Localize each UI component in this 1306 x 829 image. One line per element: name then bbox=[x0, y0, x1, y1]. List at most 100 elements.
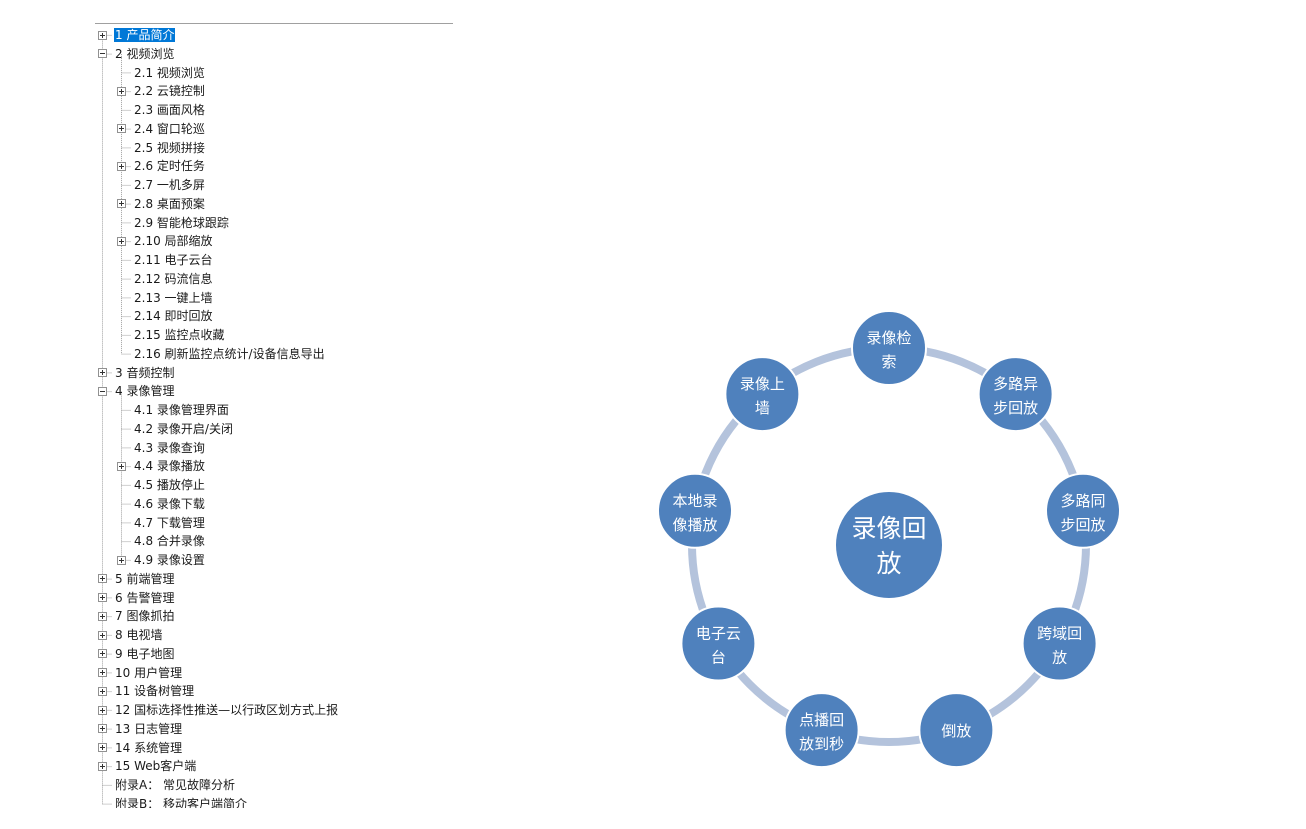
tree-item[interactable]: 15 Web客户端 bbox=[98, 757, 197, 775]
cycle-node-circle bbox=[1021, 605, 1098, 682]
tree-item-label: 12 国标选择性推送—以行政区划方式上报 bbox=[115, 703, 339, 717]
node-label: 步回放 bbox=[993, 399, 1038, 417]
tree-item[interactable]: 4.4 录像播放 bbox=[117, 457, 206, 475]
expand-icon[interactable] bbox=[98, 724, 107, 734]
expand-icon[interactable] bbox=[98, 574, 107, 584]
tree-item[interactable]: 4 录像管理 bbox=[98, 382, 175, 400]
expand-icon[interactable] bbox=[117, 124, 126, 134]
tree-item[interactable]: 2.12 码流信息 bbox=[133, 270, 214, 288]
expand-icon[interactable] bbox=[117, 555, 126, 565]
node-label: 台 bbox=[711, 649, 726, 667]
expand-icon[interactable] bbox=[98, 611, 107, 621]
tree-item-label: 4.2 录像开启/关闭 bbox=[134, 421, 233, 436]
tree-item-label: 2.15 监控点收藏 bbox=[134, 328, 225, 342]
cycle-node-circle bbox=[656, 472, 733, 549]
tree-item[interactable]: 7 图像抓拍 bbox=[98, 607, 175, 625]
node-label: 像播放 bbox=[672, 516, 717, 534]
expand-icon[interactable] bbox=[117, 236, 126, 246]
tree-item-label: 2.2 云镜控制 bbox=[134, 84, 205, 99]
tree-item-label: 附录A： 常见故障分析 bbox=[115, 778, 236, 792]
tree-item[interactable]: 4.6 录像下载 bbox=[133, 495, 206, 513]
tree-item-label: 13 日志管理 bbox=[115, 721, 183, 736]
tree-item[interactable]: 2.5 视频拼接 bbox=[133, 139, 206, 157]
tree-item-label: 4.8 合并录像 bbox=[134, 534, 205, 549]
expand-icon[interactable] bbox=[98, 668, 107, 677]
expand-icon[interactable] bbox=[98, 593, 107, 602]
tree-item[interactable]: 2.3 画面风格 bbox=[133, 101, 206, 119]
tree-item[interactable]: 2.9 智能枪球跟踪 bbox=[133, 214, 230, 232]
expand-icon[interactable] bbox=[98, 743, 107, 752]
tree-item-label: 10 用户管理 bbox=[115, 665, 183, 680]
tree-item[interactable]: 5 前端管理 bbox=[98, 570, 175, 588]
tree-item[interactable]: 2.6 定时任务 bbox=[117, 157, 206, 175]
cycle-node-circle bbox=[918, 692, 995, 769]
tree-item[interactable]: 14 系统管理 bbox=[98, 739, 183, 757]
tree-item[interactable]: 4.3 录像查询 bbox=[133, 439, 206, 457]
tree-item[interactable]: 2.14 即时回放 bbox=[133, 307, 214, 325]
expand-icon[interactable] bbox=[98, 630, 107, 640]
tree-item[interactable]: 2.10 局部缩放 bbox=[117, 232, 214, 250]
node-label: 倒放 bbox=[941, 722, 971, 740]
tree-item[interactable]: 附录B： 移动客户端简介 bbox=[114, 795, 248, 808]
node-label: 电子云 bbox=[696, 625, 741, 643]
tree-item[interactable]: 4.5 播放停止 bbox=[133, 476, 206, 494]
tree-item[interactable]: 13 日志管理 bbox=[98, 720, 183, 738]
tree-item[interactable]: 2.11 电子云台 bbox=[133, 251, 214, 269]
tree-item-label: 2.5 视频拼接 bbox=[134, 140, 205, 155]
tree-item[interactable]: 2 视频浏览 bbox=[98, 45, 175, 63]
tree-item[interactable]: 2.8 桌面预案 bbox=[117, 195, 206, 213]
tree-item[interactable]: 附录A： 常见故障分析 bbox=[114, 776, 236, 794]
tree-item-label: 2.7 一机多屏 bbox=[134, 178, 205, 192]
node-label: 跨域回 bbox=[1037, 625, 1082, 643]
node-label: 录像检 bbox=[866, 329, 911, 347]
tree-item[interactable]: 4.8 合并录像 bbox=[133, 532, 206, 550]
collapse-icon[interactable] bbox=[98, 386, 107, 396]
expand-icon[interactable] bbox=[117, 161, 126, 171]
expand-icon[interactable] bbox=[98, 368, 107, 377]
tree-item[interactable]: 2.1 视频浏览 bbox=[133, 64, 206, 82]
tree-item[interactable]: 4.9 录像设置 bbox=[117, 551, 206, 569]
tree-item-label: 2.14 即时回放 bbox=[134, 309, 213, 324]
expand-icon[interactable] bbox=[98, 761, 107, 771]
tree-item[interactable]: 2.4 窗口轮巡 bbox=[117, 120, 206, 138]
tree-item-label: 11 设备树管理 bbox=[115, 684, 195, 699]
video-playback-diagram: 录像检索多路异步回放多路同步回放跨域回放倒放点播回放到秒电子云台本地录像播放录像… bbox=[656, 310, 1122, 769]
tree-item[interactable]: 6 告警管理 bbox=[98, 589, 175, 607]
tree-item[interactable]: 2.7 一机多屏 bbox=[133, 176, 206, 194]
tree-item-label: 6 告警管理 bbox=[115, 590, 175, 605]
node-label: 放到秒 bbox=[799, 735, 844, 753]
cycle-node-circle bbox=[977, 356, 1054, 433]
expand-icon[interactable] bbox=[117, 86, 126, 96]
tree-item[interactable]: 4.7 下载管理 bbox=[133, 514, 206, 532]
tree-item-label: 15 Web客户端 bbox=[115, 759, 197, 774]
expand-icon[interactable] bbox=[98, 686, 107, 696]
tree-item-label: 2.13 一键上墙 bbox=[134, 290, 213, 305]
collapse-icon[interactable] bbox=[98, 49, 107, 59]
tree-item[interactable]: 9 电子地图 bbox=[98, 645, 175, 663]
tree-item[interactable]: 11 设备树管理 bbox=[98, 682, 195, 700]
tree-item[interactable]: 4.1 录像管理界面 bbox=[133, 401, 230, 419]
node-label: 本地录 bbox=[672, 492, 717, 510]
tree-item[interactable]: 2.16 刷新监控点统计/设备信息导出 bbox=[133, 345, 326, 363]
tree-item[interactable]: 8 电视墙 bbox=[98, 626, 163, 644]
node-label: 多路同 bbox=[1060, 492, 1105, 510]
tree-item[interactable]: 2.13 一键上墙 bbox=[133, 289, 214, 307]
cycle-node: 倒放 bbox=[918, 692, 995, 769]
expand-icon[interactable] bbox=[117, 199, 126, 209]
tree-item[interactable]: 3 音频控制 bbox=[98, 364, 175, 382]
tree-item[interactable]: 10 用户管理 bbox=[98, 664, 183, 682]
tree-item[interactable]: 4.2 录像开启/关闭 bbox=[133, 420, 234, 438]
tree-item-label: 2.9 智能枪球跟踪 bbox=[134, 215, 229, 230]
tree-item[interactable]: 2.2 云镜控制 bbox=[117, 82, 206, 100]
tree-item[interactable]: 2.15 监控点收藏 bbox=[133, 326, 226, 344]
tree-item[interactable]: 1 产品简介 bbox=[98, 26, 176, 44]
expand-icon[interactable] bbox=[98, 649, 107, 659]
expand-icon[interactable] bbox=[117, 461, 126, 471]
expand-icon[interactable] bbox=[98, 30, 107, 40]
expand-icon[interactable] bbox=[98, 705, 107, 715]
tree-item[interactable]: 12 国标选择性推送—以行政区划方式上报 bbox=[98, 701, 339, 719]
